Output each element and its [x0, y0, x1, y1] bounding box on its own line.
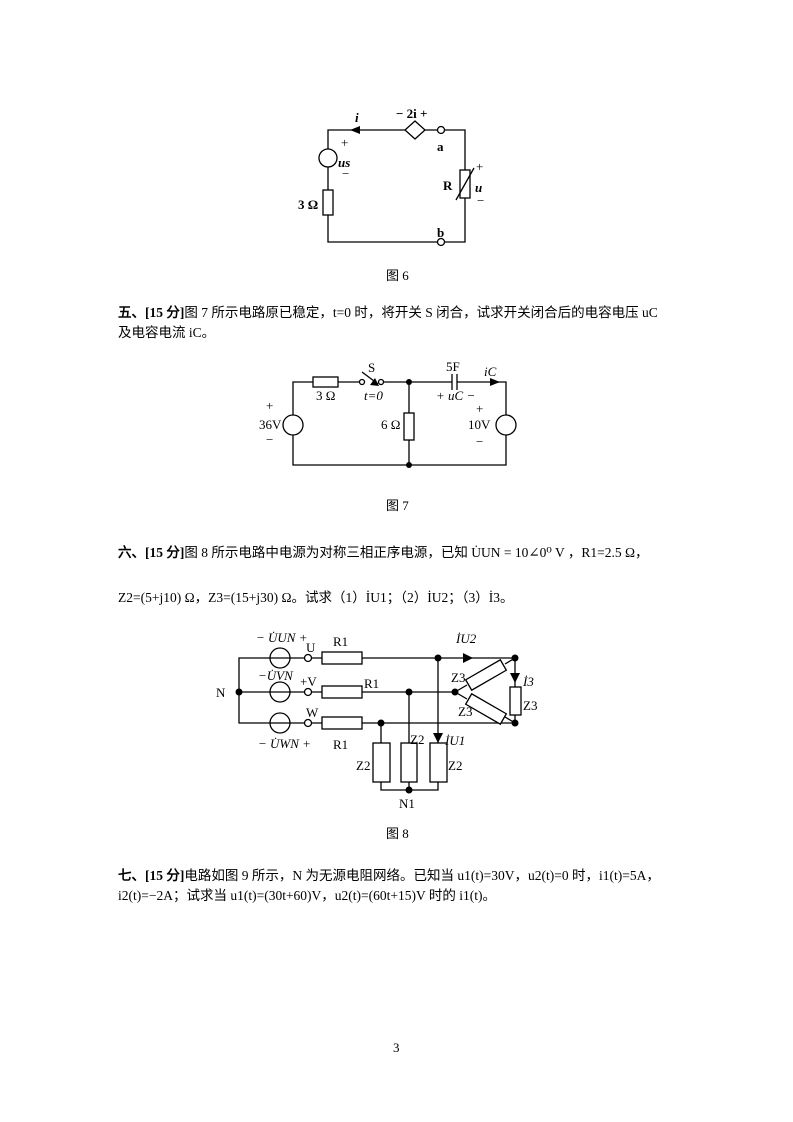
resistor-Z2	[429, 742, 448, 783]
label-u: u	[475, 180, 482, 195]
label-a: a	[437, 139, 444, 154]
current-arrow-iu1	[433, 733, 443, 743]
label-iu2: İU2	[455, 631, 477, 646]
resistor-6ohm	[403, 412, 415, 441]
question-6-line1: 图 8 所示电路中电源为对称三相正序电源，已知 U̇UN = 10∠0⁰ V ，…	[184, 545, 649, 560]
label-W: W	[306, 705, 319, 720]
label-u-minus: −	[477, 193, 484, 208]
resistor-Z3	[464, 658, 508, 692]
label-R1: R1	[333, 737, 348, 752]
terminal-a	[436, 125, 446, 135]
resistor-R1-V	[321, 685, 363, 699]
label-uwn: − U̇WN +	[258, 736, 311, 751]
label-u-plus: +	[476, 159, 483, 174]
label-t0: t=0	[364, 388, 383, 403]
label-Z2: Z2	[410, 732, 424, 747]
label-us-minus: −	[342, 166, 349, 181]
label-R: R	[443, 178, 453, 193]
label-10v: 10V	[468, 417, 491, 432]
label-2i: − 2i +	[396, 106, 427, 121]
label-6ohm: 6 Ω	[381, 417, 400, 432]
label-i3: İ3	[522, 674, 534, 689]
resistor-Z2	[400, 742, 418, 783]
question-7-heading: 七、[15 分]	[118, 868, 185, 883]
voltage-source-us	[318, 148, 338, 168]
label-b: b	[437, 225, 444, 240]
label-iu1: İU1	[444, 733, 465, 748]
resistor-3ohm	[322, 189, 334, 216]
label-U: U	[306, 640, 316, 655]
resistor-Z3	[464, 692, 508, 726]
label-Z3: Z3	[523, 698, 537, 713]
question-7-line2: i2(t)=−2A；试求当 u1(t)=(30t+60)V，u2(t)=(60t…	[118, 888, 497, 903]
label-36v-minus: −	[266, 432, 273, 447]
question-6-heading: 六、[15 分]	[118, 545, 185, 560]
voltage-source-36v	[282, 414, 304, 436]
label-us: us	[338, 155, 350, 170]
question-5-line1: 图 7 所示电路原已稳定，t=0 时，将开关 S 闭合，试求开关闭合后的电容电压…	[184, 305, 658, 320]
resistor-R1-U	[321, 651, 363, 665]
current-arrow-i3	[510, 673, 520, 683]
label-3ohm: 3 Ω	[298, 197, 318, 212]
label-uvn: −U̇VN	[258, 668, 294, 683]
label-5F: 5F	[446, 359, 460, 374]
question-7: 七、[15 分]电路如图 9 所示，N 为无源电阻网络。已知当 u1(t)=30…	[118, 866, 660, 906]
label-uc: + uC −	[436, 388, 475, 403]
page-number: 3	[393, 1040, 400, 1055]
label-R1: R1	[333, 634, 348, 649]
label-N1: N1	[399, 796, 415, 811]
figure-7-caption: 图 7	[386, 498, 409, 513]
label-uun: − U̇UN +	[256, 630, 308, 645]
question-5-line2: 及电容电流 iC。	[118, 325, 216, 340]
resistor-R1-W	[321, 716, 363, 730]
current-arrow-iu2	[463, 653, 473, 663]
resistor-Z3	[509, 686, 522, 716]
label-36v-plus: +	[266, 398, 273, 413]
question-5: 五、[15 分]图 7 所示电路原已稳定，t=0 时，将开关 S 闭合，试求开关…	[118, 303, 658, 343]
label-3ohm: 3 Ω	[316, 388, 335, 403]
resistor-Z2	[372, 742, 391, 783]
label-Z2: Z2	[448, 758, 462, 773]
dependent-source-diamond	[404, 120, 426, 140]
label-V: +V	[300, 674, 317, 689]
switch-contact	[377, 378, 385, 386]
label-ic: iC	[484, 364, 497, 379]
question-6-line1-wrap: 六、[15 分]图 8 所示电路中电源为对称三相正序电源，已知 U̇UN = 1…	[118, 543, 649, 563]
label-10v-minus: −	[476, 434, 483, 449]
label-36v: 36V	[259, 417, 282, 432]
terminal-b	[436, 237, 446, 247]
label-i: i	[355, 110, 359, 125]
resistor-3ohm	[312, 376, 339, 388]
label-N: N	[216, 685, 226, 700]
capacitor-5f	[451, 374, 458, 390]
current-arrow-ic	[490, 378, 500, 386]
question-7-line1: 电路如图 9 所示，N 为无源电阻网络。已知当 u1(t)=30V，u2(t)=…	[184, 868, 660, 883]
label-Z3: Z3	[451, 670, 465, 685]
figure-8-caption: 图 8	[386, 826, 409, 841]
label-S: S	[368, 360, 375, 375]
figure-6-caption: 图 6	[386, 268, 409, 283]
current-arrow-i	[350, 126, 360, 134]
label-Z3: Z3	[458, 704, 472, 719]
label-10v-plus: +	[476, 401, 483, 416]
question-6-line2: Z2=(5+j10) Ω，Z3=(15+j30) Ω。试求（1）İU1；（2）İ…	[118, 590, 514, 605]
question-5-heading: 五、[15 分]	[118, 305, 185, 320]
voltage-source-10v	[495, 414, 517, 436]
label-Z2: Z2	[356, 758, 370, 773]
label-R1: R1	[364, 676, 379, 691]
switch-contact	[358, 378, 366, 386]
label-us-plus: +	[341, 135, 348, 150]
